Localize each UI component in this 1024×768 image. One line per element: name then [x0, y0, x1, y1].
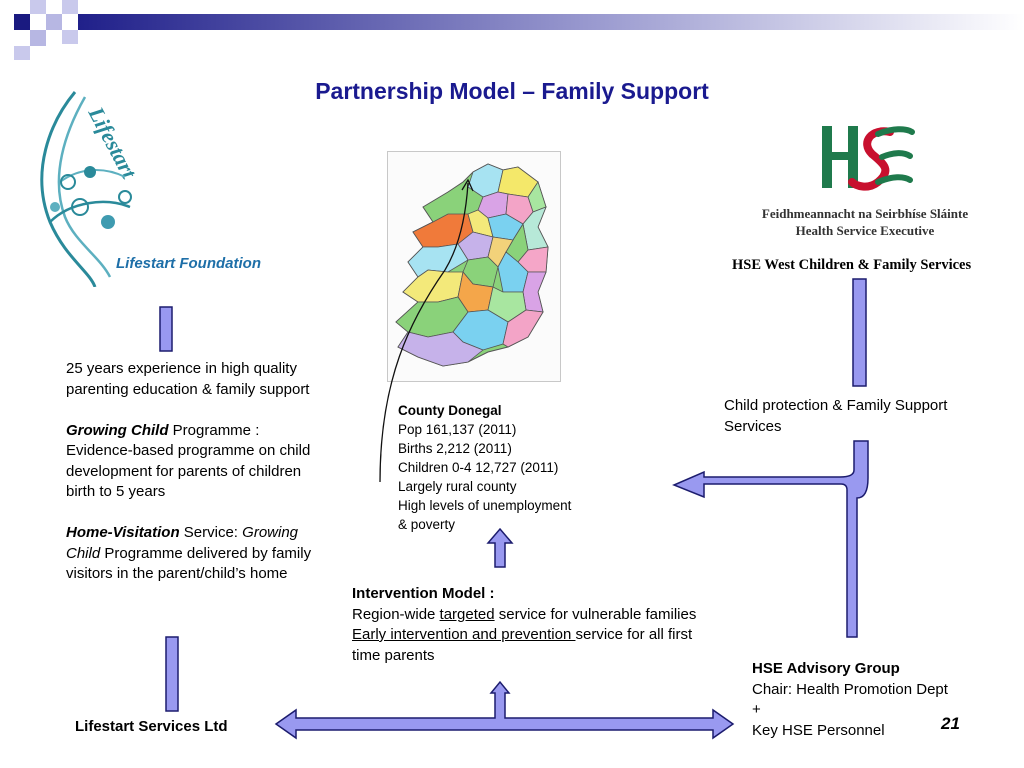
intervention-model-block: Intervention Model : Region-wide targete… — [352, 584, 697, 666]
lifestart-description: 25 years experience in high quality pare… — [66, 359, 316, 605]
connector-bar-hse — [852, 278, 867, 387]
hse-logo-line2: Health Service Executive — [796, 223, 935, 238]
intervention-heading: Intervention Model : — [352, 585, 495, 602]
connector-bar-lifestart-bottom — [165, 636, 179, 712]
intervention-targeted: targeted — [439, 605, 495, 623]
double-arrow-bottom — [274, 680, 735, 740]
header-decoration — [14, 0, 1024, 60]
hse-logo-line1: Feidhmeannacht na Seirbhíse Sláinte — [762, 206, 968, 221]
growing-child-text: Growing Child Programme : Evidence-based… — [66, 421, 316, 503]
page-title: Partnership Model – Family Support — [315, 78, 709, 104]
donegal-line: Pop 161,137 (2011) — [398, 422, 517, 437]
donegal-line: Children 0-4 12,727 (2011) — [398, 460, 559, 475]
hse-caption: HSE West Children & Family Services — [732, 257, 972, 273]
intervention-line1-c: service for vulnerable families — [494, 605, 697, 623]
lifestart-caption: Lifestart Foundation — [116, 255, 261, 272]
donegal-line: & poverty — [398, 517, 456, 532]
home-visitation-mid: Service: — [179, 524, 243, 541]
bent-arrow-child-protection — [672, 440, 869, 638]
home-visitation-text: Home-Visitation Service: Growing Child P… — [66, 523, 316, 585]
intervention-line-2: Early intervention and prevention servic… — [352, 625, 697, 666]
county-donegal-block: County Donegal Pop 161,137 (2011) Births… — [398, 401, 608, 534]
home-visitation-rest: Programme delivered by family visitors i… — [66, 544, 312, 583]
home-visitation-growing-child: Growing Child — [66, 524, 299, 562]
intervention-early: Early intervention and prevention — [352, 626, 576, 643]
donegal-line: Largely rural county — [398, 479, 517, 494]
lifestart-services-label: Lifestart Services Ltd — [75, 718, 228, 735]
intervention-line1-a: Region-wide — [352, 605, 440, 623]
advisory-line-2: Key HSE Personnel — [752, 721, 885, 739]
lifestart-logo: Lifestart — [40, 91, 142, 287]
donegal-line: Births 2,212 (2011) — [398, 441, 512, 456]
growing-child-rest: Programme : Evidence-based programme on … — [66, 421, 311, 501]
hse-logo: Feidhmeannacht na Seirbhíse Sláinte Heal… — [762, 126, 968, 238]
advisory-line-1: Chair: Health Promotion Dept + — [752, 680, 948, 719]
donegal-line: High levels of unemployment — [398, 498, 572, 513]
child-protection-text: Child protection & Family Support Servic… — [724, 397, 948, 435]
hse-advisory-block: HSE Advisory Group Chair: Health Promoti… — [752, 659, 952, 741]
home-visitation-title: Home-Visitation — [66, 524, 180, 541]
advisory-heading: HSE Advisory Group — [752, 660, 900, 677]
growing-child-title: Growing Child — [66, 421, 169, 439]
donegal-heading: County Donegal — [398, 403, 502, 418]
connector-bar-lifestart-top — [159, 306, 173, 352]
intervention-line2-b: service for all first time parents — [352, 626, 693, 664]
ireland-map — [387, 151, 561, 382]
intervention-line-1: Region-wide targeted service for vulnera… — [352, 605, 697, 626]
experience-text: 25 years experience in high quality pare… — [66, 360, 310, 398]
page-number: 21 — [941, 714, 960, 733]
up-arrow-intervention — [486, 527, 514, 568]
